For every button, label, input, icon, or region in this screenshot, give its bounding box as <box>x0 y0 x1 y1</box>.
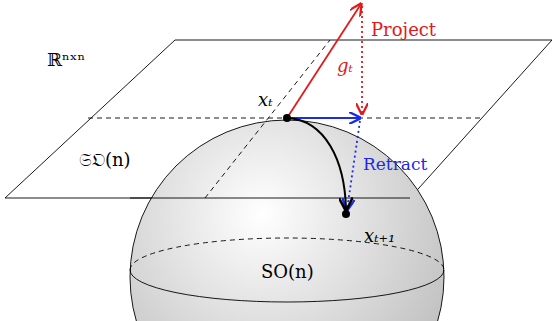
plane-edge <box>130 198 410 199</box>
gradient-arrow <box>287 4 361 118</box>
tangent-arrow <box>287 117 360 119</box>
step-label: Project <box>371 20 436 40</box>
point-dot <box>283 114 291 122</box>
sphere-body <box>130 120 444 321</box>
shape-label: 𝔖𝔒(n) <box>79 150 131 170</box>
point-dot <box>342 210 350 218</box>
gradient-label: gₜ <box>337 56 353 76</box>
step-label: Retract <box>363 155 427 174</box>
retract-arrow <box>347 121 360 210</box>
geodesic-curve <box>287 118 346 210</box>
manifold-sphere: SO(n) <box>130 120 444 321</box>
space-label: ℝⁿˣⁿ <box>47 50 85 70</box>
project-arrow <box>361 6 363 114</box>
manifold-sphere-shape <box>130 120 444 321</box>
point-label: xₜ₊₁ <box>364 226 395 246</box>
shape-label: SO(n) <box>261 262 314 282</box>
point-label: xₜ <box>258 90 273 110</box>
dashed-axis <box>205 40 330 198</box>
